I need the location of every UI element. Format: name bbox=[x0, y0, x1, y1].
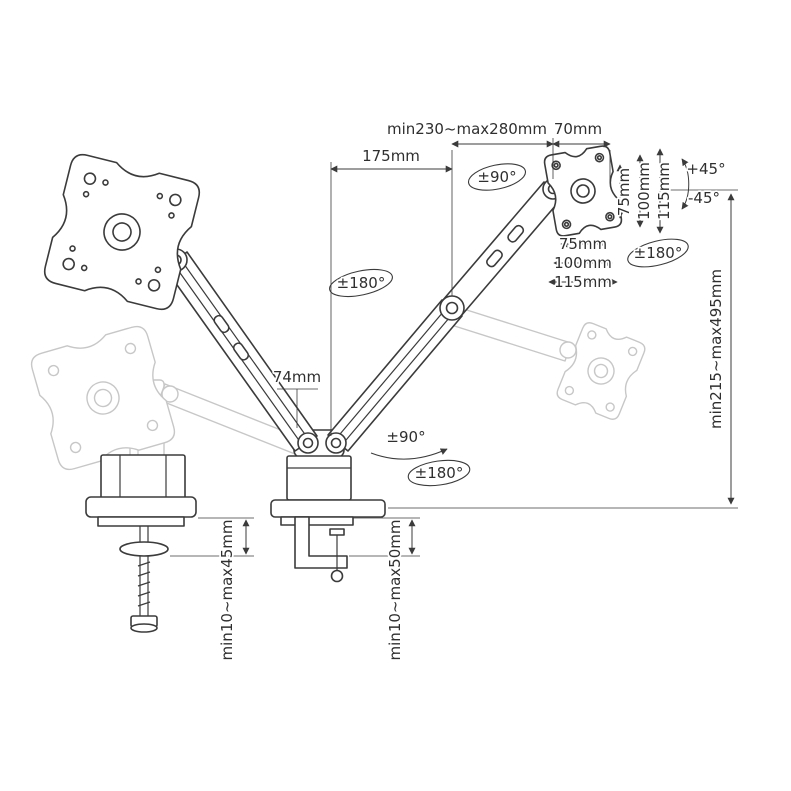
dim-vesa-h115-label: 115mm bbox=[554, 273, 612, 291]
pivot-plus45-label: +45° bbox=[686, 160, 725, 178]
ghost-vesa-plate-left bbox=[30, 325, 176, 471]
tilt-range-top-label: ±90° bbox=[477, 168, 516, 186]
dim-70mm-label: 70mm bbox=[554, 120, 602, 138]
swivel-180-label: ±180° bbox=[415, 464, 464, 482]
dim-reach-range: min230~max280mm bbox=[385, 118, 554, 148]
clamp-base bbox=[270, 429, 386, 583]
ghost-vesa-plate-right bbox=[556, 322, 646, 420]
pivot-45-annotations: +45° -45° bbox=[681, 158, 727, 210]
dim-height-range: min215~max495mm bbox=[705, 193, 735, 505]
dim-vesa-h75-label: 75mm bbox=[559, 235, 607, 253]
vesa-plate-left bbox=[43, 153, 201, 311]
dim-grommet-range-label: min10~max45mm bbox=[218, 520, 236, 661]
tilt-range-top: ±90° bbox=[467, 163, 527, 191]
dim-74mm-label: 74mm bbox=[273, 368, 321, 386]
grommet-base bbox=[85, 454, 197, 633]
dim-vesa-v115-label: 115mm bbox=[655, 162, 673, 220]
arm-right-upper bbox=[439, 178, 564, 321]
rotation-range-mid-label: ±180° bbox=[337, 274, 386, 292]
grommet-screw bbox=[119, 526, 169, 633]
dim-175mm-label: 175mm bbox=[362, 147, 420, 165]
dim-clamp-range: min10~max50mm bbox=[384, 518, 416, 662]
dim-reach-range-label: min230~max280mm bbox=[387, 120, 547, 138]
ghost-arm-right bbox=[444, 304, 577, 362]
dim-vesa-vertical: 75mm 100mm 115mm bbox=[613, 148, 675, 234]
extension-lines bbox=[170, 138, 738, 557]
rotation-range-right-label: ±180° bbox=[634, 244, 683, 262]
swivel-annotations: ±90° ±180° bbox=[370, 426, 471, 487]
rotation-range-mid: ±180° bbox=[329, 268, 393, 298]
dim-grommet-range: min10~max45mm bbox=[216, 518, 250, 662]
pivot-minus45-label: -45° bbox=[688, 189, 720, 207]
dim-height-range-label: min215~max495mm bbox=[707, 269, 725, 429]
c-clamp bbox=[294, 516, 348, 583]
dim-70mm: 70mm bbox=[552, 118, 611, 148]
dim-vesa-v75-label: 75mm bbox=[615, 168, 633, 216]
rotation-range-right: ±180° bbox=[627, 238, 689, 268]
dim-vesa-v100-label: 100mm bbox=[635, 162, 653, 220]
dim-clamp-range-label: min10~max50mm bbox=[386, 520, 404, 661]
arm-left bbox=[164, 248, 318, 452]
riser-joints bbox=[297, 432, 347, 454]
dim-vesa-horizontal: 75mm 100mm 115mm bbox=[548, 233, 618, 293]
vesa-plate-right bbox=[543, 145, 623, 237]
dim-vesa-h100-label: 100mm bbox=[554, 254, 612, 272]
swivel-90-label: ±90° bbox=[386, 428, 425, 446]
dim-175mm: 175mm bbox=[330, 145, 453, 173]
